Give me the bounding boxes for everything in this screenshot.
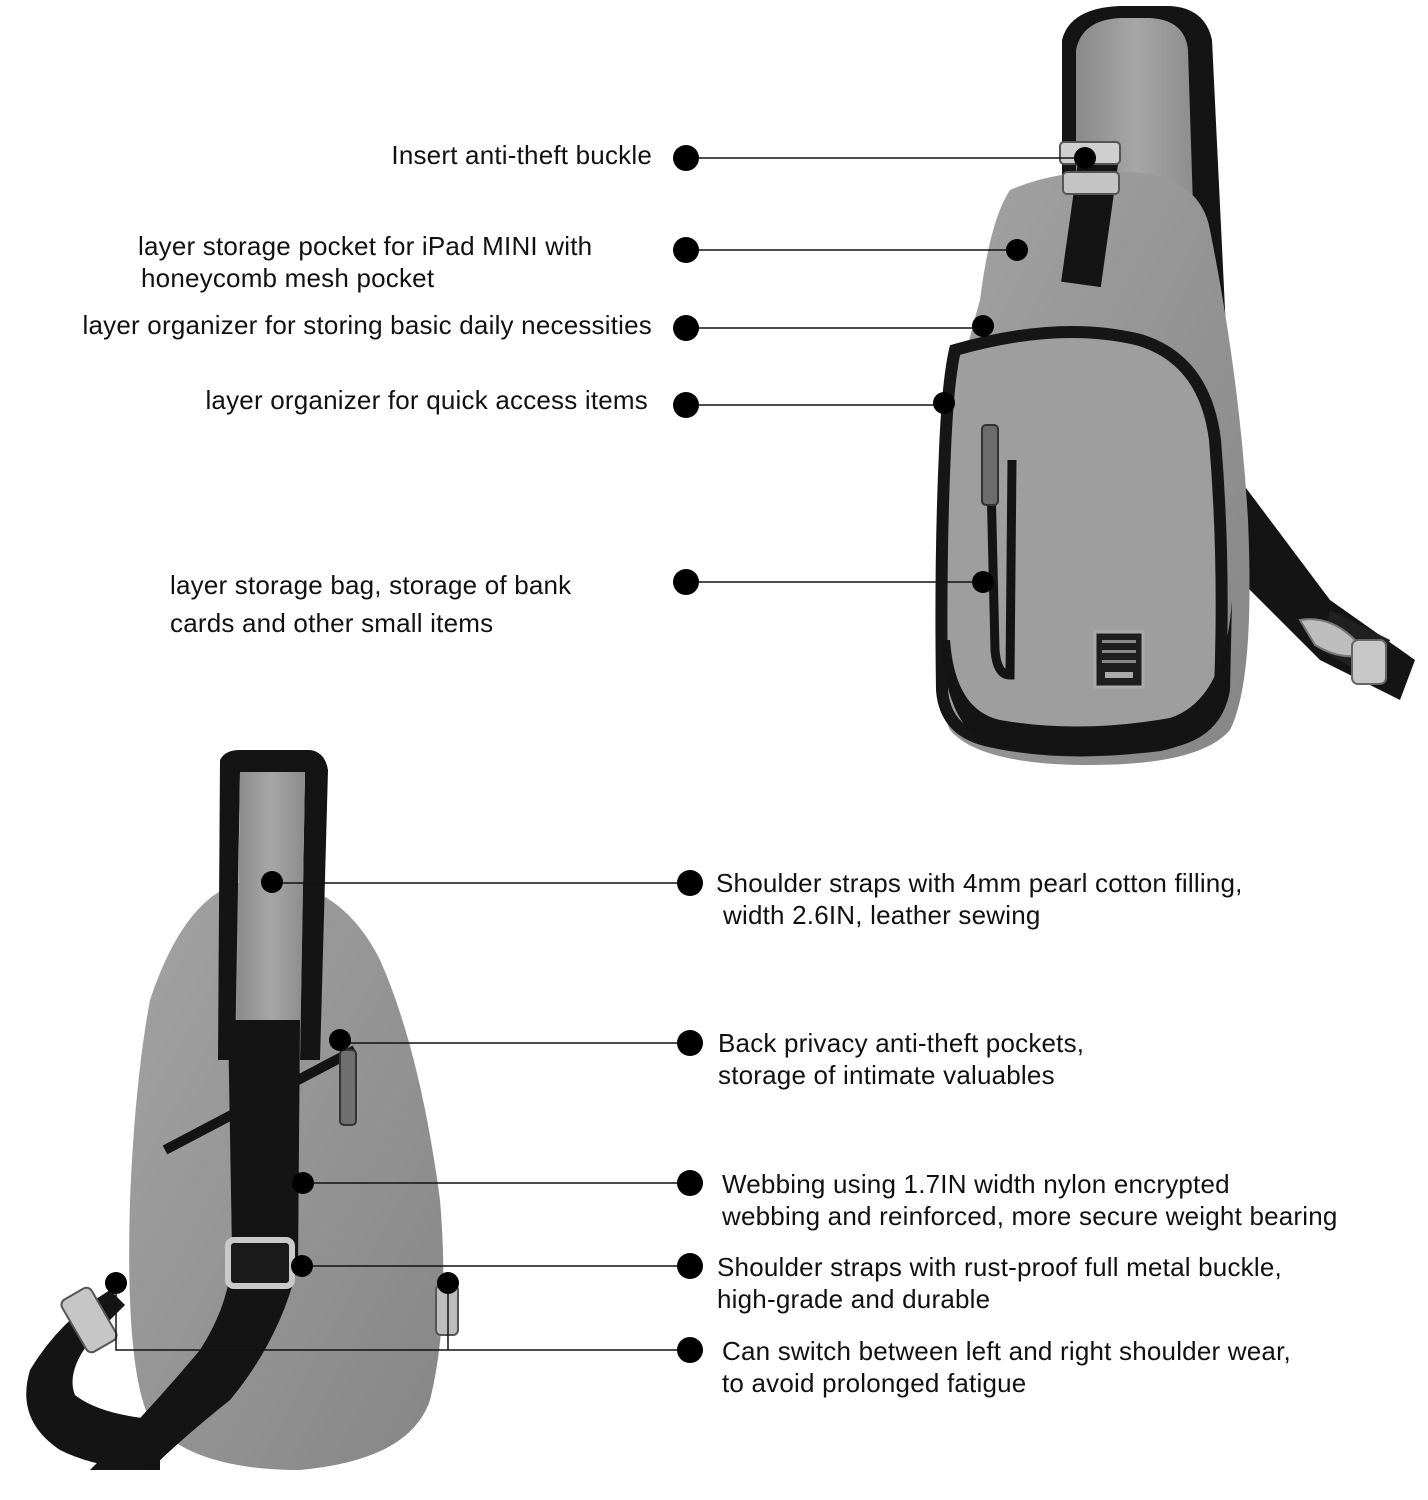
callout-line: layer organizer for storing basic daily … [82, 310, 652, 340]
front-side-strap [1240, 480, 1415, 700]
back-callout-pointers [115, 882, 690, 1351]
callout-dot [677, 1170, 703, 1196]
callout-webbing: Webbing using 1.7IN width nylon encrypte… [722, 1168, 1338, 1232]
callout-line: honeycomb mesh pocket [141, 263, 435, 293]
callout-line: width 2.6IN, leather sewing [723, 900, 1041, 930]
callout-dot [677, 870, 703, 896]
callout-dot [673, 145, 699, 171]
callout-line: layer organizer for quick access items [205, 385, 648, 415]
bag-dot [292, 1172, 314, 1194]
callout-line: Can switch between left and right should… [722, 1336, 1291, 1366]
callout-line: webbing and reinforced, more secure weig… [722, 1201, 1338, 1231]
bag-dot [972, 315, 994, 337]
bag-dot [933, 392, 955, 414]
front-zipper [985, 439, 1017, 680]
callout-bank-cards: layer storage bag, storage of bank cards… [170, 566, 571, 642]
callout-line: cards and other small items [170, 608, 494, 638]
bag-dot [105, 1272, 127, 1294]
bag-dot [437, 1272, 459, 1294]
callout-line: to avoid prolonged fatigue [722, 1368, 1027, 1398]
callout-dot [677, 1253, 703, 1279]
back-webbing [90, 1020, 300, 1470]
callout-dot [677, 1030, 703, 1056]
back-metal-buckle [225, 1237, 295, 1289]
bag-dot [1006, 239, 1028, 261]
front-bag-illustration [935, 6, 1415, 765]
callout-shoulder-padding: Shoulder straps with 4mm pearl cotton fi… [716, 867, 1243, 931]
callout-line: Shoulder straps with rust-proof full met… [717, 1252, 1282, 1282]
callout-dot [677, 1337, 703, 1363]
callout-line: storage of intimate valuables [718, 1060, 1055, 1090]
bag-dot [261, 871, 283, 893]
callout-switch-shoulder: Can switch between left and right should… [722, 1335, 1291, 1399]
callout-metal-buckle: Shoulder straps with rust-proof full met… [717, 1251, 1282, 1315]
callout-line: layer storage bag, storage of bank [170, 570, 572, 600]
callout-dot [673, 569, 699, 595]
back-side-strap [26, 1290, 160, 1470]
callout-quick-access: layer organizer for quick access items [205, 384, 648, 416]
callout-dot [673, 392, 699, 418]
front-callout-pointers [686, 157, 1085, 583]
callout-line: high-grade and durable [717, 1284, 991, 1314]
bag-dot [291, 1255, 313, 1277]
front-callout-dots [673, 145, 1096, 595]
back-bag-illustration [26, 750, 459, 1470]
callout-line: Shoulder straps with 4mm pearl cotton fi… [716, 868, 1243, 898]
callout-line: layer storage pocket for iPad MINI with [138, 231, 593, 261]
back-zipper [162, 1045, 358, 1155]
callout-line: Back privacy anti-theft pockets, [718, 1028, 1085, 1058]
callout-anti-theft-buckle: Insert anti-theft buckle [391, 139, 652, 171]
back-callout-dots [105, 870, 703, 1363]
callout-line: Insert anti-theft buckle [391, 140, 652, 170]
bag-dot [1074, 147, 1096, 169]
callout-dot [673, 315, 699, 341]
bag-dot [329, 1029, 351, 1051]
callout-line: Webbing using 1.7IN width nylon encrypte… [722, 1169, 1230, 1199]
callout-ipad-pocket: layer storage pocket for iPad MINI with … [138, 230, 592, 294]
bag-dot [972, 571, 994, 593]
callout-back-pockets: Back privacy anti-theft pockets, storage… [718, 1027, 1084, 1091]
callout-dot [673, 237, 699, 263]
callout-daily-necessities: layer organizer for storing basic daily … [83, 309, 652, 341]
front-pocket [935, 326, 1228, 757]
